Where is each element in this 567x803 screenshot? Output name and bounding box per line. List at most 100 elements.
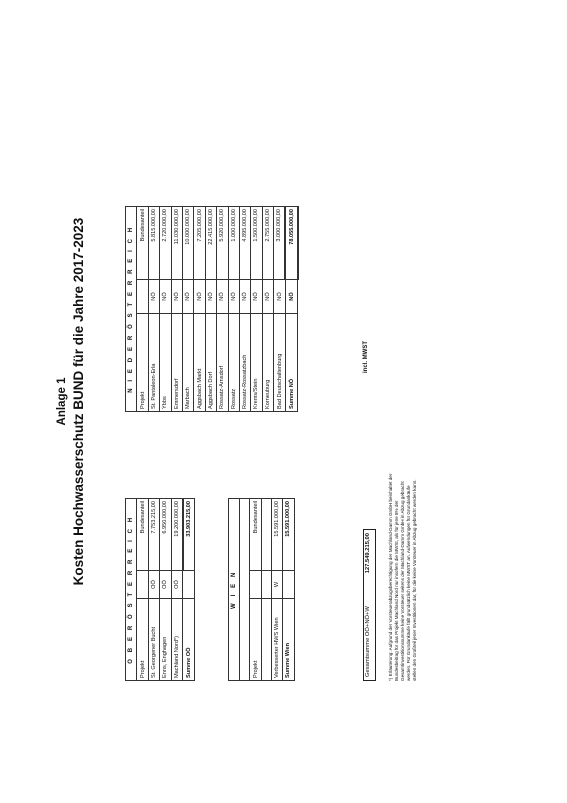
sum-row: Summe OÖ 33.903.215,00 — [182, 498, 195, 681]
ooe-header-share: Bundesanteil — [136, 498, 149, 571]
sum-value: 78.055.000,00 — [285, 206, 298, 280]
noe-header-blank — [136, 279, 149, 314]
sum-blank — [182, 570, 195, 599]
noe-header-project: Projekt — [136, 313, 149, 412]
wien-header-share: Bundesanteil — [249, 498, 262, 571]
federal-share: 1.000.000,00 — [228, 206, 240, 280]
spacer-cell — [261, 498, 272, 571]
state-abbr: W — [271, 570, 283, 599]
state-abbr: NÖ — [159, 279, 172, 314]
project-name: Enns, Enghagen — [159, 598, 172, 681]
sum-value: 15.591.000,00 — [282, 498, 295, 571]
federal-share: 6.950.000,00 — [159, 498, 172, 571]
federal-share: 19.200.000,00 — [171, 498, 183, 571]
state-abbr: NÖ — [193, 279, 206, 314]
federal-share: 7.753.215,00 — [148, 498, 160, 571]
project-name: Verbesserter HWS Wien — [271, 598, 283, 681]
state-abbr: OÖ — [159, 570, 172, 599]
sum-label: Summe NÖ — [285, 313, 298, 412]
grand-total-value: 127.549.215,00 — [365, 533, 371, 574]
federal-share: 15.591.000,00 — [271, 498, 283, 571]
spacer-cell — [261, 598, 272, 681]
state-abbr: NÖ — [182, 279, 194, 314]
wien-table: W I E N Projekt Bundesanteil Verbesserte… — [228, 498, 295, 681]
project-name: St. Georgener Bucht — [148, 598, 160, 681]
state-abbr: NÖ — [228, 279, 240, 314]
ooe-header-project: Projekt — [136, 598, 149, 681]
project-name: Machland Nord*) — [171, 598, 183, 681]
table-row: Enns, Enghagen OÖ 6.950.000,00 — [159, 498, 172, 681]
state-abbr: NÖ — [205, 279, 217, 314]
project-name: Bad Deutschaltenburg — [273, 313, 286, 412]
project-name: Emmersdorf — [171, 313, 183, 412]
federal-share: 10.000.000,00 — [182, 206, 194, 280]
sum-label: Summe OÖ — [182, 598, 195, 681]
sum-row: Summe NÖ NÖ 78.055.000,00 — [285, 206, 298, 412]
state-abbr: NÖ — [239, 279, 251, 314]
project-name: Aggsbach Dorf — [205, 313, 217, 412]
project-name: Rossatz-Rossatzbach — [239, 313, 251, 412]
project-name: Marbach — [182, 313, 194, 412]
project-name: Rossatz-Arnsdorf — [216, 313, 229, 412]
ooe-header-blank — [136, 570, 149, 599]
sum-label: Summe Wien — [282, 598, 295, 681]
wien-header-blank — [249, 570, 262, 599]
federal-share: 4.895.000,00 — [239, 206, 251, 280]
table-row: Verbesserter HWS Wien W 15.591.000,00 — [271, 498, 283, 681]
sum-abbr: NÖ — [285, 279, 298, 314]
state-abbr: NÖ — [250, 279, 263, 314]
table-row: St. Georgener Bucht OÖ 7.753.215,00 — [148, 498, 160, 681]
state-abbr: OÖ — [148, 570, 160, 599]
noe-header-share: Bundesanteil — [136, 206, 149, 280]
document-title: Kosten Hochwasserschutz BUND für die Jah… — [71, 217, 86, 586]
project-name: Ybbs — [159, 313, 172, 412]
noe-section-title: N I E D E R Ö S T E R R E I C H — [125, 206, 137, 412]
spacer-cell — [261, 570, 272, 599]
federal-share: 3.000.000,00 — [273, 206, 286, 280]
grand-total-box: Gesamtsumme OÖ+NÖ+W 127.549.215,00 — [363, 529, 376, 681]
spacer-row — [239, 498, 250, 681]
state-abbr: NÖ — [171, 279, 183, 314]
state-abbr: NÖ — [262, 279, 274, 314]
state-abbr: OÖ — [171, 570, 183, 599]
project-name: Aggsbach Markt — [193, 313, 206, 412]
project-name: Korneuburg — [262, 313, 274, 412]
noe-table: N I E D E R Ö S T E R R E I C H Projekt … — [125, 205, 299, 412]
federal-share: 2.720.000,00 — [159, 206, 172, 280]
footnote: *) Erläuterung: Aufgrund der Vorsteuerab… — [388, 473, 417, 681]
state-abbr: NÖ — [273, 279, 286, 314]
federal-share: 22.415.000,00 — [205, 206, 217, 280]
federal-share: 5.920.000,00 — [216, 206, 229, 280]
federal-share: 1.500.000,00 — [250, 206, 263, 280]
project-name: Rossatz — [228, 313, 240, 412]
project-name: Krems/Stein — [250, 313, 263, 412]
sum-blank — [282, 570, 295, 599]
ooe-table: O B E R Ö S T E R R E I C H Projekt Bund… — [125, 498, 195, 681]
table-row: Machland Nord*) OÖ 19.200.000,00 — [171, 498, 183, 681]
federal-share: 11.030.000,00 — [171, 206, 183, 280]
federal-share: 2.755.000,00 — [262, 206, 274, 280]
federal-share: 5.815.000,00 — [148, 206, 160, 280]
federal-share: 7.205.000,00 — [193, 206, 206, 280]
wien-header-project: Projekt — [249, 598, 262, 681]
sum-value: 33.903.215,00 — [182, 498, 195, 571]
vat-note: incl. MWST — [363, 341, 369, 373]
project-name: St. Pantaleon-Erla — [148, 313, 160, 412]
ooe-section-title: O B E R Ö S T E R R E I C H — [125, 498, 137, 681]
annex-label: Anlage 1 — [56, 377, 68, 426]
grand-total-label: Gesamtsumme OÖ+NÖ+W — [365, 606, 371, 677]
state-abbr: NÖ — [216, 279, 229, 314]
